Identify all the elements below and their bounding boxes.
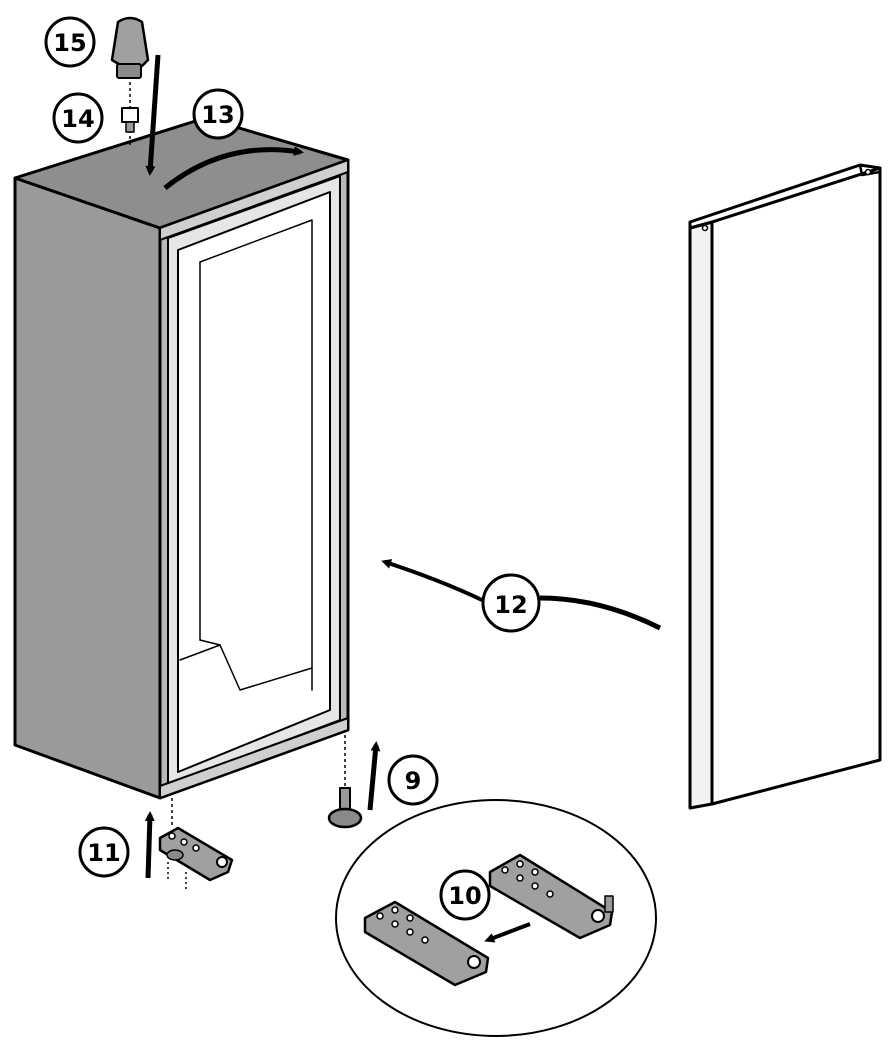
callout-9-label: 9 [405, 767, 422, 795]
cabinet-top-lip [159, 159, 349, 241]
door-edge [688, 220, 714, 810]
hinge-plate-old [363, 900, 490, 987]
fridge-door [688, 163, 882, 810]
move-door-arrow-12-left [381, 559, 483, 602]
callout-11: 11 [78, 826, 130, 878]
door-hinge-hole-right [864, 168, 872, 176]
hinge-swap-detail-circle [335, 799, 657, 1037]
move-arrow-13 [163, 146, 304, 190]
callout-15: 15 [44, 16, 96, 68]
callout-12-label: 12 [494, 591, 527, 619]
interior-back-edge [199, 219, 313, 691]
fridge-cabinet [13, 116, 350, 800]
door-front [710, 166, 882, 806]
cabinet-side-panel [13, 176, 162, 800]
cabinet-interior [177, 191, 331, 773]
cabinet-base [159, 717, 349, 799]
door-top-detail [858, 163, 882, 177]
callout-12: 12 [481, 573, 541, 633]
door-hinge-hole-left [701, 224, 709, 232]
compressor-step [179, 644, 313, 691]
top-hinge-screw [121, 107, 139, 133]
callout-13: 13 [192, 88, 244, 140]
callout-14: 14 [52, 92, 104, 144]
adjustable-foot [327, 787, 363, 829]
callout-9: 9 [387, 754, 439, 806]
callout-11-label: 11 [87, 839, 120, 867]
bottom-hinge-part [158, 826, 234, 882]
move-door-arrow-12 [539, 595, 662, 631]
callout-10: 10 [439, 869, 491, 921]
hinge-cover-body [110, 16, 150, 68]
remove-arrow-11 [144, 811, 155, 879]
callout-13-label: 13 [201, 101, 234, 129]
callout-14-label: 14 [61, 105, 94, 133]
compressor-step-2 [199, 639, 221, 646]
hinge-cover-base [116, 63, 142, 79]
callout-10-label: 10 [448, 882, 481, 910]
swap-arrow-10 [484, 922, 531, 943]
callout-15-label: 15 [53, 29, 86, 57]
hinge-cover-part [110, 16, 150, 79]
remove-arrow-9 [367, 741, 381, 811]
insert-arrow-down [145, 54, 161, 176]
door-top [688, 163, 882, 230]
hinge-plate-new [488, 853, 614, 940]
